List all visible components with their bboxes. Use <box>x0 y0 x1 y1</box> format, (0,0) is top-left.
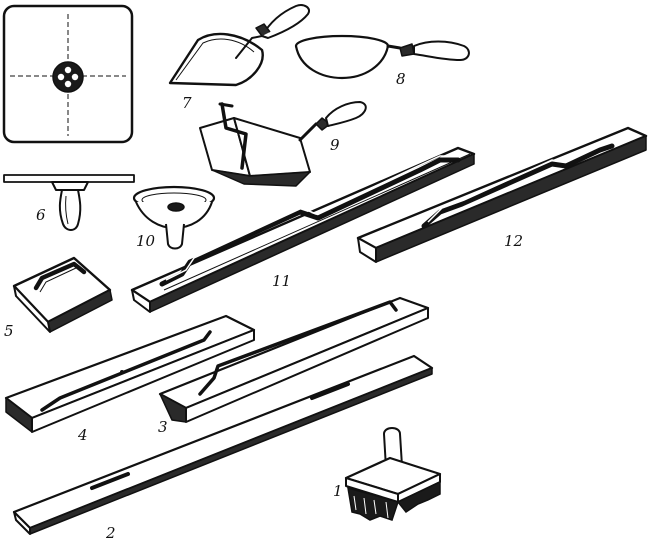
trowel-drawing <box>168 4 310 87</box>
brush-drawing <box>344 427 442 521</box>
scoop-drawing <box>294 34 470 80</box>
small-float-drawing <box>12 256 113 333</box>
label-5: 5 <box>4 322 14 340</box>
label-10: 10 <box>136 232 156 250</box>
label-2: 2 <box>105 524 116 542</box>
long-rule-drawing <box>12 354 434 535</box>
funnel-drawing <box>132 185 216 250</box>
angle-rule-4-drawing <box>4 314 256 433</box>
corner-trowel-drawing <box>199 101 367 187</box>
hawk-side-view-drawing <box>3 174 135 231</box>
label-12: 12 <box>504 232 523 250</box>
hawk-plate-drawing <box>2 4 134 144</box>
long-float-drawing <box>130 146 476 313</box>
float-drawing <box>356 126 648 263</box>
label-8: 8 <box>396 70 406 88</box>
label-9: 9 <box>330 136 340 154</box>
label-6: 6 <box>36 206 46 224</box>
label-7: 7 <box>182 94 192 112</box>
label-3: 3 <box>158 418 168 436</box>
label-11: 11 <box>272 272 291 290</box>
label-1: 1 <box>333 482 343 500</box>
angle-rule-3-drawing <box>158 296 430 423</box>
label-4: 4 <box>77 426 88 444</box>
